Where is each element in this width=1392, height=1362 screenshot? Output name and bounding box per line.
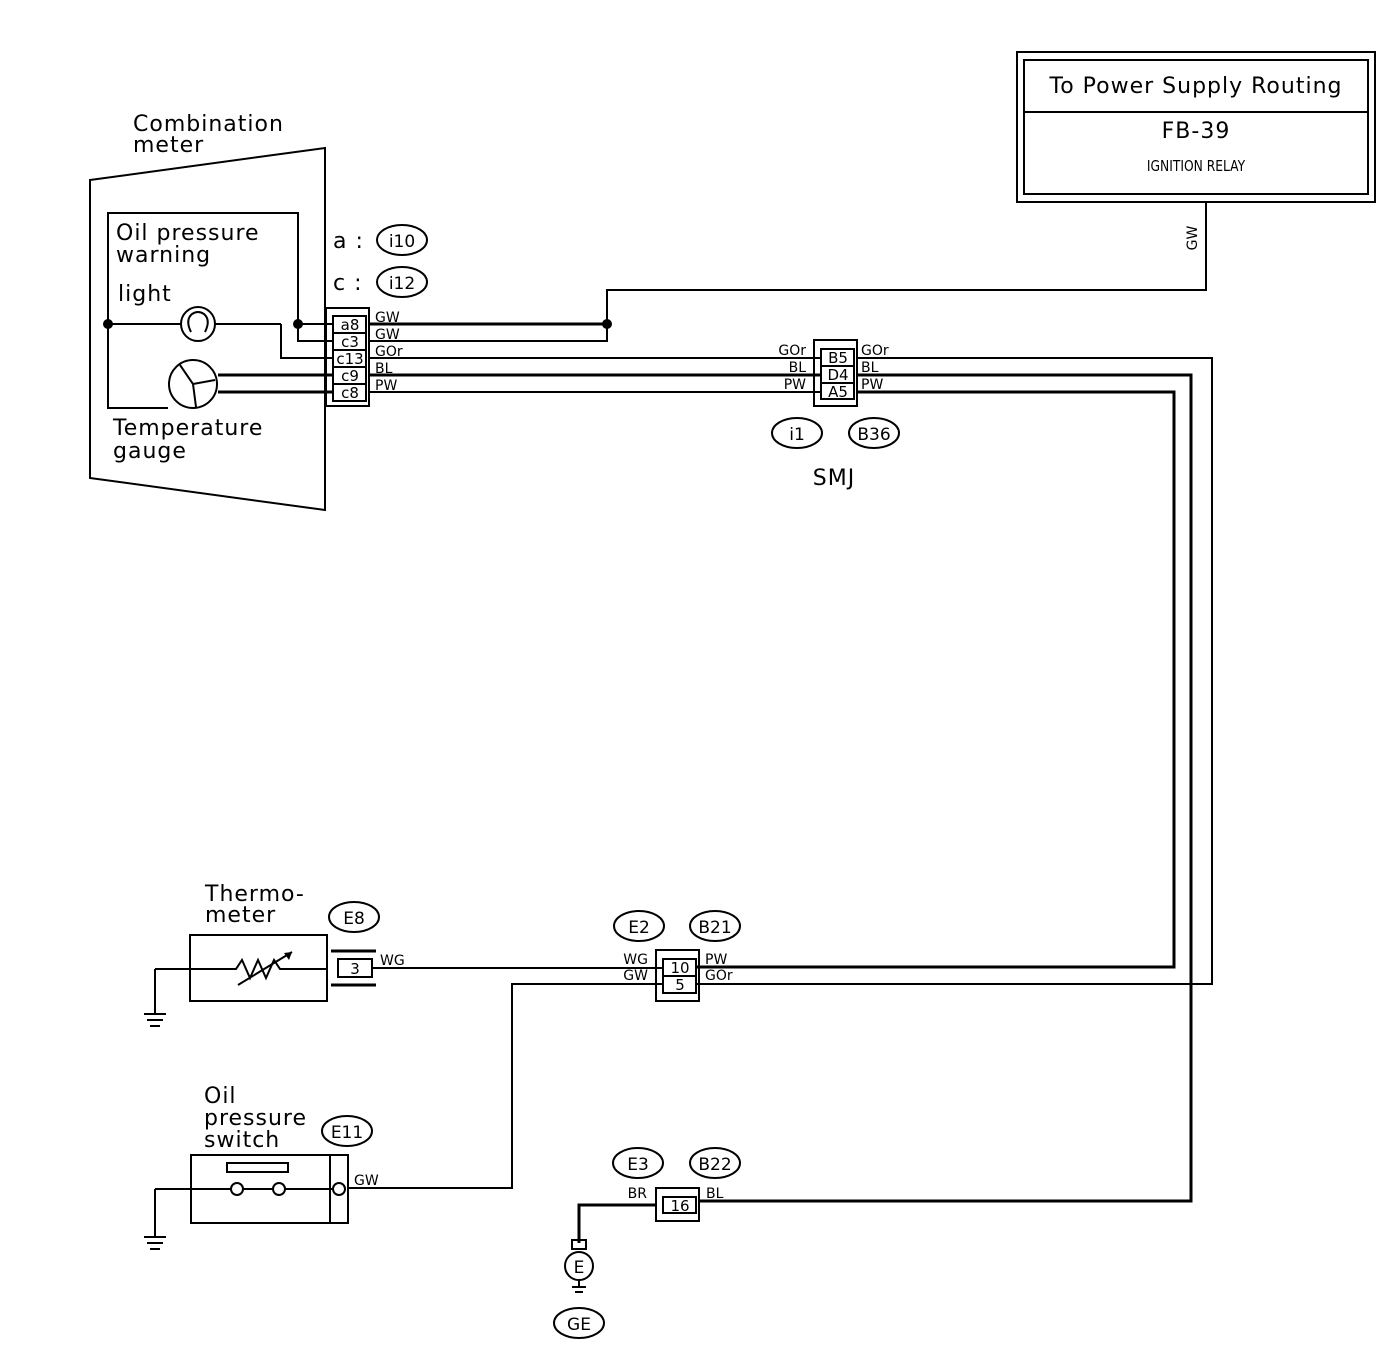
joint-pin: 5 xyxy=(675,976,685,994)
smj-conn-badge xyxy=(848,417,900,449)
meter-title-2: meter xyxy=(133,133,204,158)
joint-wire-left: WG xyxy=(623,952,648,968)
joint-conn-code: E2 xyxy=(628,918,650,938)
junction-dot xyxy=(293,319,303,329)
bulb-icon xyxy=(180,306,216,342)
meter-pin: c8 xyxy=(341,384,359,402)
ground-conn-code: B22 xyxy=(698,1155,731,1175)
smj-wire-right: PW xyxy=(861,377,883,393)
smj-pin: A5 xyxy=(828,383,848,401)
meter-pin: a8 xyxy=(341,316,360,334)
smj-label: SMJ xyxy=(813,466,855,491)
ground-icon xyxy=(144,1189,166,1250)
oil-switch-title-2: pressure xyxy=(204,1106,307,1131)
thermometer-conn-badge xyxy=(328,901,380,933)
ground-wire-left: BR xyxy=(628,1186,648,1202)
smj-pin: D4 xyxy=(827,366,848,384)
meter-pin: c3 xyxy=(341,333,359,351)
ground-connector: 16 xyxy=(655,1187,700,1222)
ground-pin: 16 xyxy=(670,1197,689,1215)
oil-switch-title-3: switch xyxy=(204,1128,280,1153)
conn-c-key: c : xyxy=(333,271,363,296)
oil-switch-conn-code: E11 xyxy=(331,1123,363,1143)
smj-wire-right: GOr xyxy=(861,343,889,359)
switch-icon xyxy=(155,1162,346,1196)
thermometer-title-1: Thermo- xyxy=(204,882,305,907)
meter-wire-label: GW xyxy=(375,310,400,326)
meter-connector: a8 c3 c13 c9 c8 xyxy=(325,307,370,407)
joint-wire-right: GOr xyxy=(705,968,733,984)
ground-conn-badge xyxy=(689,1147,741,1179)
ground-location-code: GE xyxy=(567,1315,591,1335)
joint-conn-badge xyxy=(613,910,665,942)
smj-wire-right: BL xyxy=(861,360,879,376)
power-supply-ref: FB-39 xyxy=(1162,119,1231,144)
oil-warning-label-2: warning xyxy=(116,243,211,268)
smj-conn-badge xyxy=(771,417,823,449)
ground-icon xyxy=(144,969,166,1027)
meter-wire-label: GW xyxy=(375,327,400,343)
joint-connector: 10 5 xyxy=(655,949,700,1002)
smj-wire-left: GOr xyxy=(778,343,806,359)
thermometer: Thermo- meter xyxy=(144,882,328,1027)
meter-wire-label: GOr xyxy=(375,344,403,360)
oil-warning-label-3: light xyxy=(118,282,172,307)
oil-switch-title-1: Oil xyxy=(204,1084,237,1109)
ground-location-badge xyxy=(553,1307,605,1339)
temp-gauge-label-1: Temperature xyxy=(112,416,263,441)
ground-wire-right: BL xyxy=(706,1186,724,1202)
top-wire-label: GW xyxy=(1185,226,1201,251)
ignition-relay-label: IGNITION RELAY xyxy=(1147,158,1246,175)
thermometer-title-2: meter xyxy=(205,903,276,928)
smj-wire-left: BL xyxy=(789,360,807,376)
ground-terminal-symbol: E xyxy=(574,1258,585,1278)
smj-conn-code: B36 xyxy=(857,425,890,445)
joint-pin: 10 xyxy=(670,959,689,977)
gauge-icon xyxy=(168,359,218,409)
junction-dot xyxy=(103,319,113,329)
junction-dot xyxy=(602,319,612,329)
thermometer-conn-code: E8 xyxy=(343,909,365,929)
thermometer-pin: 3 xyxy=(350,960,360,978)
joint-wire-right: PW xyxy=(705,952,727,968)
meter-pin: c13 xyxy=(336,350,363,368)
conn-c-badge xyxy=(376,266,428,298)
ground-conn-code: E3 xyxy=(627,1155,649,1175)
joint-conn-code: B21 xyxy=(698,918,731,938)
smj-connector: B5 D4 A5 xyxy=(813,339,858,407)
joint-conn-badge xyxy=(689,910,741,942)
conn-a-badge xyxy=(376,224,428,256)
conn-a-code: i10 xyxy=(389,232,415,252)
meter-wire-label: PW xyxy=(375,378,397,394)
oil-pressure-switch: Oil pressure switch xyxy=(144,1084,349,1250)
thermometer-wire-label: WG xyxy=(380,953,405,969)
meter-wire-label: BL xyxy=(375,361,393,377)
smj-conn-code: i1 xyxy=(789,425,805,445)
temp-gauge-label-2: gauge xyxy=(113,439,187,464)
smj-wire-left: PW xyxy=(784,377,806,393)
conn-a-key: a : xyxy=(333,229,364,254)
smj-pin: B5 xyxy=(828,349,848,367)
power-supply-title: To Power Supply Routing xyxy=(1049,74,1343,99)
oil-warning-label-1: Oil pressure xyxy=(116,221,260,246)
oil-switch-wire-label: GW xyxy=(354,1173,379,1189)
meter-pin: c9 xyxy=(341,367,359,385)
thermometer-connector: 3 xyxy=(331,949,376,987)
combination-meter: Combination meter Oil pressure warning l… xyxy=(89,112,333,512)
ground-conn-badge xyxy=(612,1147,664,1179)
conn-c-code: i12 xyxy=(389,274,415,294)
ground-terminal-icon: E xyxy=(564,1239,594,1293)
power-supply-box: To Power Supply Routing FB-39 IGNITION R… xyxy=(1016,51,1376,203)
thermistor-icon xyxy=(155,951,327,986)
meter-title-1: Combination xyxy=(133,112,284,137)
joint-wire-left: GW xyxy=(623,968,648,984)
oil-switch-conn-badge xyxy=(321,1115,373,1147)
